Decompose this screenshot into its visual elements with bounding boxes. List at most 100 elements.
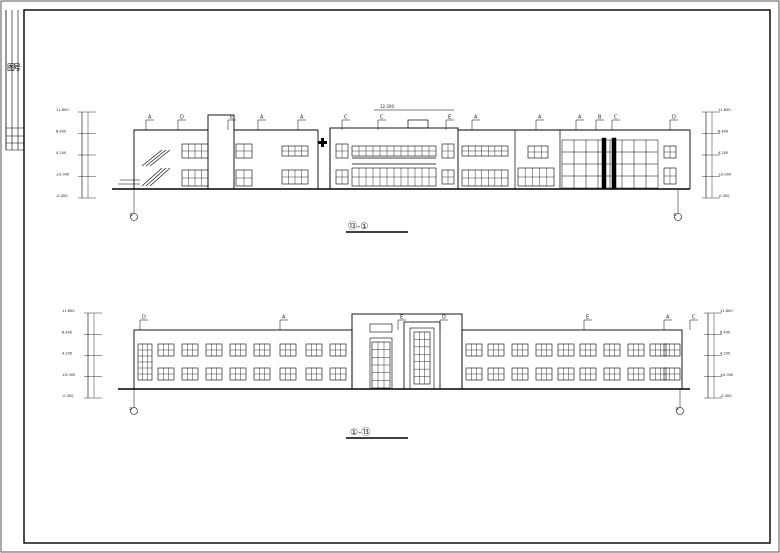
- level-label: ±0.000: [718, 173, 732, 177]
- tower-left: [207, 114, 235, 190]
- callout-leader: C: [611, 115, 620, 130]
- window: [305, 343, 323, 357]
- callout-letter: D: [672, 115, 676, 121]
- callout-leader: D: [177, 115, 186, 130]
- inner-border: [23, 9, 771, 544]
- window: [181, 143, 209, 159]
- callout-letter: E: [400, 315, 403, 321]
- level-label: 4.200: [56, 151, 67, 155]
- grid-bubble-left: [130, 407, 138, 415]
- window: [557, 367, 575, 381]
- callout-letter: C: [614, 115, 618, 121]
- level-label: 8.400: [720, 330, 731, 334]
- windows-group: [137, 331, 681, 389]
- window: [235, 143, 253, 159]
- level-label: -0.300: [718, 194, 730, 198]
- window: [205, 367, 223, 381]
- callout-leader: A: [257, 115, 266, 130]
- callout-letter: E: [586, 315, 589, 321]
- callout-leader: E: [445, 115, 454, 130]
- window: [649, 343, 667, 357]
- callout-letter: A: [474, 115, 478, 121]
- window: [663, 343, 681, 357]
- window: [253, 343, 271, 357]
- window: [663, 167, 677, 185]
- callout-letter: D: [442, 315, 446, 321]
- window: [511, 343, 529, 357]
- window: [413, 331, 431, 385]
- window: [335, 143, 349, 159]
- level-label: 8.400: [718, 130, 729, 134]
- window: [279, 367, 297, 381]
- callout-leader: A: [297, 115, 306, 130]
- callout-leader: C: [377, 115, 386, 130]
- callout-leader: A: [663, 315, 672, 330]
- window: [465, 367, 483, 381]
- window: [579, 367, 597, 381]
- window: [603, 367, 621, 381]
- window: [441, 169, 455, 185]
- window: [181, 367, 199, 381]
- callout-leader: D: [439, 315, 448, 330]
- window: [229, 343, 247, 357]
- windows-group: [181, 143, 677, 187]
- callout-letter: A: [260, 115, 264, 121]
- level-label: 11.600: [56, 108, 69, 112]
- callout-leader: C: [689, 315, 698, 330]
- callout-leader: B: [595, 115, 604, 130]
- central-tower: [351, 313, 463, 390]
- window: [649, 367, 667, 381]
- title-label-2: 号: [13, 63, 21, 72]
- callout-letter: A: [282, 315, 286, 321]
- grid-label-left: ⑬: [129, 211, 133, 217]
- level-label: -0.300: [56, 194, 68, 198]
- callout-letter: C: [380, 115, 384, 121]
- callout-letter: A: [538, 115, 542, 121]
- window: [535, 343, 553, 357]
- callout-letter: A: [578, 115, 582, 121]
- callout-leader: D: [669, 115, 678, 130]
- window: [461, 145, 509, 157]
- grid-label-right: ⑬: [675, 405, 679, 411]
- grid-bubble-right: [674, 213, 682, 221]
- window: [253, 367, 271, 381]
- window: [279, 343, 297, 357]
- window: [281, 145, 309, 157]
- level-label: 4.200: [62, 352, 73, 356]
- callout-letter: E: [448, 115, 451, 121]
- window: [181, 343, 199, 357]
- title-strip: 图 号: [5, 10, 24, 151]
- window: [305, 367, 323, 381]
- window: [235, 169, 253, 187]
- window: [465, 343, 483, 357]
- level-label: 4.200: [720, 352, 731, 356]
- level-label: -0.300: [62, 394, 74, 398]
- window: [371, 341, 391, 389]
- window: [137, 343, 153, 381]
- callout-leader: A: [471, 115, 480, 130]
- level-label: 11.600: [720, 309, 733, 313]
- window: [229, 367, 247, 381]
- window: [527, 145, 549, 159]
- callout-letter: E: [230, 115, 233, 121]
- callout-leader: E: [227, 115, 236, 130]
- callout-leader: E: [583, 315, 592, 330]
- level-label: 8.400: [62, 330, 73, 334]
- level-label: 11.600: [62, 309, 75, 313]
- window: [579, 343, 597, 357]
- top-level-label: 12.200: [380, 104, 394, 109]
- window: [663, 367, 681, 381]
- grid-label-right: ①: [673, 212, 677, 217]
- level-label: -0.300: [720, 394, 732, 398]
- right-wing: [461, 329, 683, 390]
- title-label-1: 图: [7, 63, 15, 72]
- callout-letter: A: [300, 115, 304, 121]
- grid-label-left: ①: [129, 406, 133, 411]
- window: [335, 169, 349, 185]
- window: [351, 145, 437, 157]
- callout-leader: A: [535, 115, 544, 130]
